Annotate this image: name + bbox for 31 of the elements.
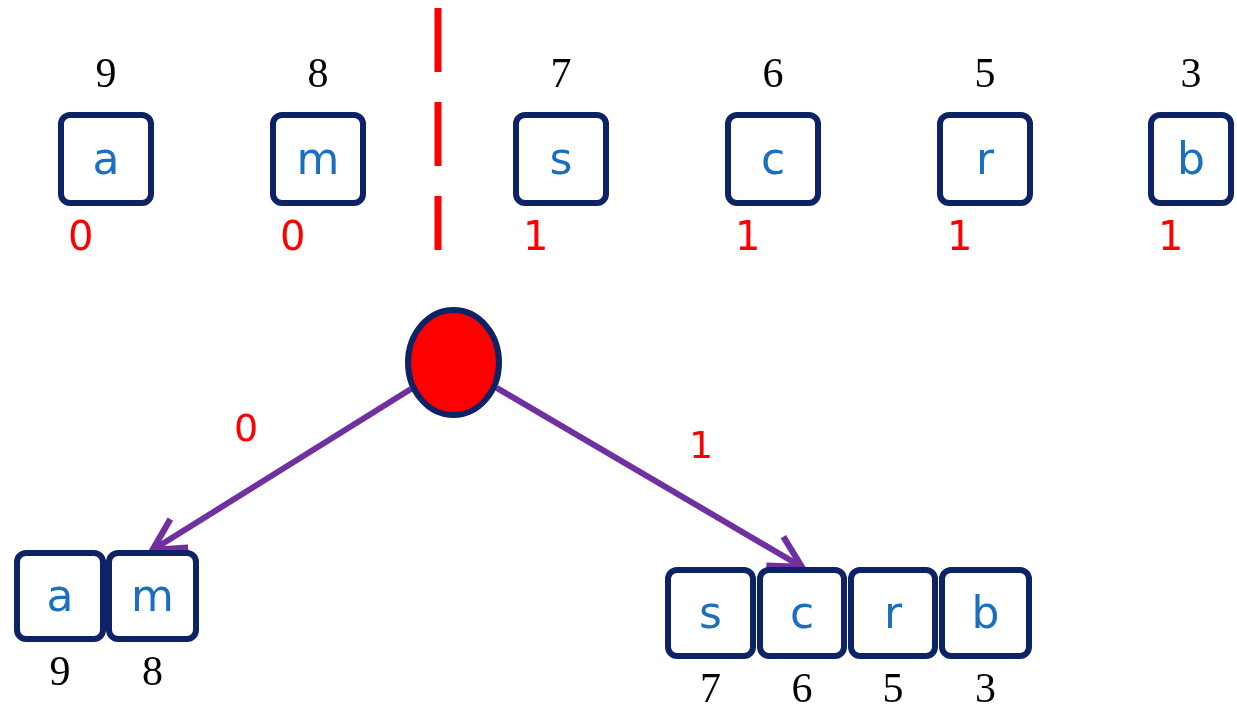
code-bit: 1 xyxy=(1158,216,1184,256)
letter-box: a xyxy=(58,112,154,206)
circle-node xyxy=(405,307,502,418)
code-bit: 0 xyxy=(68,216,94,256)
weight-number: 8 xyxy=(142,650,163,692)
letter-box: m xyxy=(270,112,366,206)
code-bit: 1 xyxy=(947,216,973,256)
weight-number: 6 xyxy=(791,667,813,708)
letter-box: r xyxy=(848,567,938,659)
weight-number: 7 xyxy=(700,667,721,708)
letter-box: b xyxy=(1148,112,1234,206)
letter-box: s xyxy=(513,112,609,206)
letter-box: r xyxy=(937,112,1033,206)
letter-box: c xyxy=(757,567,847,659)
weight-number: 9 xyxy=(95,52,117,94)
letter-box: b xyxy=(939,567,1032,659)
letter-box: c xyxy=(725,112,821,206)
letter-box: s xyxy=(665,567,756,659)
weight-number: 3 xyxy=(1180,52,1202,94)
weight-number: 6 xyxy=(762,52,784,94)
weight-number: 8 xyxy=(307,52,329,94)
letter-box: a xyxy=(14,550,106,642)
code-bit: 1 xyxy=(735,216,761,256)
weight-number: 7 xyxy=(550,52,572,94)
code-bit: 0 xyxy=(280,216,306,256)
weight-number: 9 xyxy=(49,650,71,692)
code-bit: 1 xyxy=(523,216,549,256)
weight-number: 5 xyxy=(974,52,996,94)
weight-number: 5 xyxy=(882,667,904,708)
weight-number: 3 xyxy=(975,667,996,708)
letter-box: m xyxy=(106,550,199,642)
